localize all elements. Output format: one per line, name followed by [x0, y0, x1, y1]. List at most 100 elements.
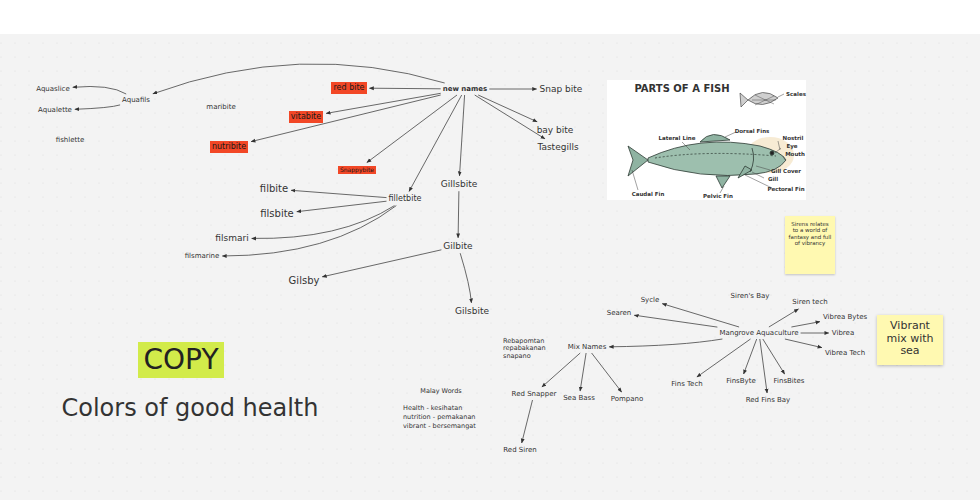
mind-map-connector — [592, 353, 622, 392]
node-text: nutribite — [212, 142, 246, 151]
node-text: red bite — [333, 83, 364, 92]
mind-map-text: Vibrea — [832, 329, 854, 337]
sticky-note: Sirens relates to a world of fantasy and… — [785, 216, 835, 274]
mind-map-connector — [763, 339, 785, 374]
sticky-note: Vibrant mix with sea — [877, 315, 943, 365]
node-text: Aquafils — [122, 96, 150, 104]
node-text: vitabite — [291, 112, 321, 121]
node-text: Tastegills — [537, 142, 578, 152]
node-text: Searen — [607, 309, 632, 317]
mind-map-text: Snap bite — [540, 84, 583, 94]
node-text: Snap bite — [540, 84, 583, 94]
mind-map-connector — [73, 86, 126, 94]
mind-map-text: Vibrea Tech — [825, 349, 865, 357]
note-text: fishlette — [56, 136, 85, 144]
mind-map-text: Red Snapper — [512, 390, 557, 398]
fish-part-label: Caudal Fin — [632, 191, 665, 197]
mind-map-text: Mangrove Aquaculture — [719, 329, 798, 337]
mind-map-text: Sycle — [641, 296, 660, 304]
mind-map-text: Searen — [607, 309, 632, 317]
mind-map-connector — [251, 95, 441, 142]
node-text: Aquaslice — [36, 85, 70, 93]
mind-map-text: FinsByte — [726, 377, 756, 385]
node-text: Aqualette — [38, 106, 72, 114]
fish-part-label: Mouth — [785, 151, 805, 157]
node-text: FinsByte — [726, 377, 756, 385]
node-text: Pompano — [611, 395, 644, 403]
mind-map-text: Gilsbite — [455, 306, 489, 316]
node-text: filletbite — [389, 194, 422, 203]
node-text: filsbite — [260, 208, 294, 219]
mind-map-text: filbite — [260, 183, 288, 195]
node-text: Gillsbite — [441, 179, 477, 189]
mind-map-text: Red Fins Bay — [746, 396, 791, 404]
highlighted-name: Snappybite — [338, 166, 376, 175]
node-text: Mix Names — [568, 343, 607, 351]
node-text: filsmari — [215, 233, 248, 243]
mind-map-connector — [522, 400, 533, 443]
mind-map-text: new names — [443, 85, 488, 93]
mind-map-text: Fins Tech — [671, 380, 702, 388]
mind-map-connector — [370, 88, 441, 90]
mind-map-text: Aquaslice — [36, 85, 70, 93]
mind-map-connector — [460, 95, 465, 176]
mind-map-connector — [785, 339, 822, 348]
node-text: Vibrant mix with sea — [886, 319, 933, 357]
highlighted-name: nutribite — [210, 141, 248, 152]
mind-map-text: Gillsbite — [441, 179, 477, 189]
mind-map-connector — [697, 339, 751, 377]
fish-part-label: Eye — [786, 143, 797, 149]
note-text: maribite — [206, 103, 235, 111]
mind-map-connector — [634, 315, 717, 327]
node-text: Red Fins Bay — [746, 396, 791, 404]
fish-part-label: Pectoral Fin — [767, 186, 804, 192]
fish-part-label: Nostril — [783, 135, 804, 141]
node-text: Sirens relates to a world of fantasy and… — [789, 221, 832, 246]
top-band — [0, 0, 980, 34]
node-text: filsmarine — [185, 252, 220, 260]
fish-part-label: Gill Cover — [771, 168, 801, 174]
mind-map-text: Gilbite — [443, 241, 472, 251]
node-text: Vibrea — [832, 329, 854, 337]
note-text: Health - kesihatan — [403, 405, 462, 412]
highlighted-name: red bite — [331, 82, 366, 93]
node-text: Vibrea Bytes — [823, 313, 867, 321]
mind-map-text: Red Siren — [503, 446, 536, 454]
mind-map-connector — [291, 190, 386, 197]
mind-map-connector — [609, 339, 722, 347]
fish-part-label: Gill — [768, 176, 778, 182]
mind-map-text: Tastegills — [537, 142, 578, 152]
node-text: bay bite — [537, 125, 574, 135]
note-text: Rebapomtan repabakanan snapano — [503, 338, 557, 360]
mind-map-connector — [75, 105, 120, 109]
note-text: Malay Words — [420, 388, 461, 395]
mind-map-text: FinsBites — [774, 377, 805, 385]
note-text: Colors of good health — [62, 395, 319, 423]
node-text: new names — [443, 85, 488, 93]
mind-map-text: Gilsby — [289, 275, 320, 287]
mind-map-text: Pompano — [611, 395, 644, 403]
node-text: Vibrea Tech — [825, 349, 865, 357]
note-text: vibrant - bersemangat — [403, 423, 476, 430]
mind-map-connector — [791, 322, 820, 327]
node-text: Fins Tech — [671, 380, 702, 388]
mind-map-text: Mix Names — [568, 343, 607, 351]
node-text: Red Snapper — [512, 390, 557, 398]
mind-map-text: filletbite — [389, 194, 422, 203]
mind-map-connector — [478, 95, 537, 122]
node-text: FinsBites — [774, 377, 805, 385]
fish-part-label: Lateral Line — [659, 135, 696, 141]
mind-map-connector — [322, 250, 441, 277]
mind-map-text: filsmarine — [185, 252, 220, 260]
node-text: Mangrove Aquaculture — [719, 329, 798, 337]
fish-part-label: Dorsal Fins — [735, 128, 770, 134]
mind-map-connector — [222, 206, 396, 256]
mind-map-connector — [153, 64, 445, 94]
note-text: Siren's Bay — [731, 292, 770, 300]
fish-part-label: Pelvic Fin — [703, 193, 733, 199]
mind-map-connector — [252, 206, 395, 239]
note-text: nutrition - pemakanan — [403, 414, 476, 421]
highlighted-name: vitabite — [289, 111, 323, 122]
node-text: Red Siren — [503, 446, 536, 454]
